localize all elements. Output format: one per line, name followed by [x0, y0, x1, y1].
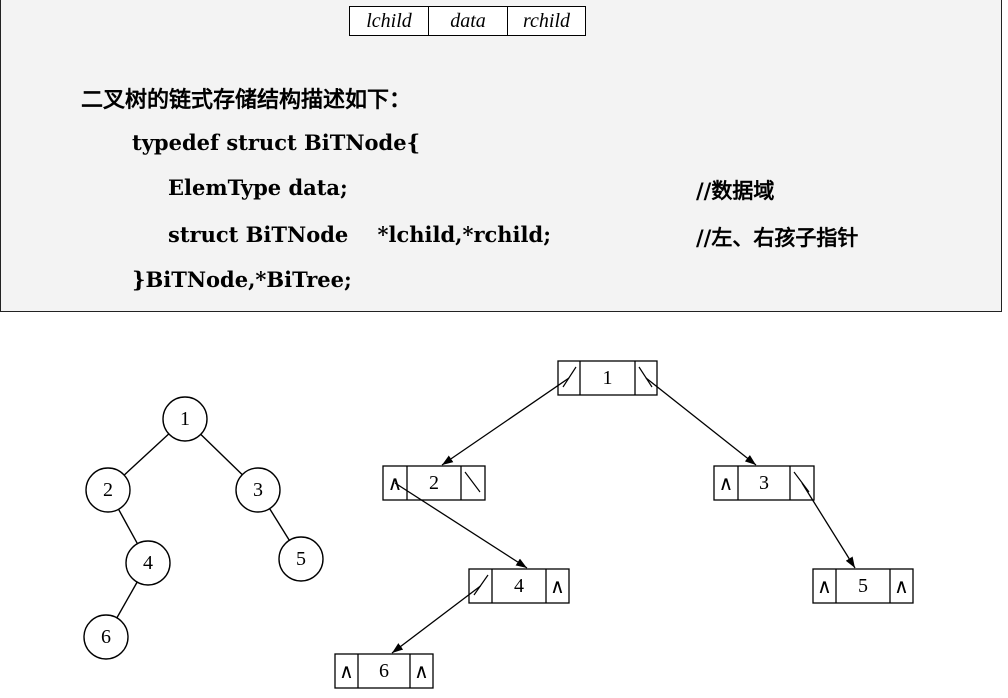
- pointer-tick-mark: [638, 366, 653, 388]
- pointer-tick-mark: [562, 366, 577, 388]
- pointer-arrow-1-3: [645, 377, 757, 466]
- tree-node-circle: [85, 467, 131, 513]
- tree-node-label: 3: [253, 479, 263, 501]
- linked-node-data: 5: [858, 575, 868, 597]
- linked-node-data: 6: [379, 660, 389, 682]
- linked-node-box: [334, 653, 434, 689]
- binary-tree: 1 2 3 4 5 6: [83, 396, 324, 660]
- null-pointer-symbol: ∧: [414, 661, 429, 683]
- comment-data-field: //数据域: [696, 178, 775, 203]
- linked-node-data: 1: [603, 367, 613, 389]
- tree-node-1: 1: [162, 396, 208, 442]
- linked-node-box: [468, 568, 570, 604]
- intro-text: 二叉树的链式存储结构描述如下：: [81, 87, 412, 113]
- linked-node-1: 1: [557, 360, 658, 396]
- linked-node-box: [382, 465, 486, 501]
- pointer-tick-mark: [464, 471, 481, 493]
- code-line-typedef: typedef struct BiTNode{: [132, 130, 421, 155]
- tree-node-6: 6: [83, 614, 129, 660]
- tree-edge-3-5: [269, 508, 290, 541]
- linked-node-data: 4: [514, 575, 524, 597]
- lchild-field-label: lchild: [366, 9, 412, 32]
- linked-node-box: [812, 568, 914, 604]
- tree-node-circle: [125, 540, 171, 586]
- linked-node-3: 3∧: [713, 465, 815, 501]
- pointer-arrow-1-2: [441, 377, 570, 466]
- tree-node-label: 5: [296, 548, 306, 570]
- pointer-arrow-2-4: [394, 482, 528, 569]
- null-pointer-symbol: ∧: [894, 576, 909, 598]
- code-line-typedef-end: }BiTNode,*BiTree;: [132, 267, 352, 292]
- code-panel: lchild data rchild 二叉树的链式存储结构描述如下： typed…: [0, 0, 1002, 312]
- null-pointer-symbol: ∧: [339, 661, 354, 683]
- linked-node-box: [557, 360, 658, 396]
- tree-node-circle: [278, 536, 324, 582]
- null-pointer-symbol: ∧: [550, 576, 565, 598]
- linked-node-5: 5 ∧ ∧: [812, 568, 914, 604]
- code-line-child-pointers: struct BiTNode *lchild,*rchild;: [168, 222, 551, 247]
- tree-node-label: 6: [101, 626, 111, 648]
- tree-node-4: 4: [125, 540, 171, 586]
- linked-node-data: 2: [429, 472, 439, 494]
- tree-node-3: 3: [235, 467, 281, 513]
- tree-node-label: 1: [180, 408, 190, 430]
- pointer-arrow-3-5: [801, 482, 856, 569]
- tree-node-label: 2: [103, 479, 113, 501]
- pointer-tick-mark: [793, 471, 810, 493]
- tree-node-circle: [83, 614, 129, 660]
- tree-node-2: 2: [85, 467, 131, 513]
- tree-edge-1-3: [200, 433, 243, 476]
- tree-edge-1-2: [123, 433, 170, 476]
- tree-edge-4-6: [116, 581, 138, 619]
- null-pointer-symbol: ∧: [719, 473, 734, 495]
- null-pointer-symbol: ∧: [817, 576, 832, 598]
- tree-node-circle: [235, 467, 281, 513]
- node-format-diagram: lchild data rchild: [349, 6, 586, 36]
- tree-node-label: 4: [143, 552, 153, 574]
- tree-node-5: 5: [278, 536, 324, 582]
- linked-storage-structure: 12∧3∧4∧5∧∧6∧∧: [334, 360, 914, 689]
- null-pointer-symbol: ∧: [388, 473, 403, 495]
- linked-node-6: 6 ∧ ∧: [334, 653, 434, 689]
- tree-node-circle: [162, 396, 208, 442]
- pointer-tick-mark: [473, 574, 489, 596]
- linked-node-2: 2∧: [382, 465, 486, 501]
- linked-node-box: [713, 465, 815, 501]
- pointer-arrow-4-6: [391, 585, 481, 654]
- linked-node-4: 4∧: [468, 568, 570, 604]
- comment-child-pointers: //左、右孩子指针: [696, 225, 859, 250]
- rchild-field-label: rchild: [507, 7, 585, 35]
- code-line-data-field: ElemType data;: [168, 175, 348, 200]
- data-field-label: data: [428, 7, 507, 35]
- linked-node-data: 3: [759, 472, 769, 494]
- tree-edge-2-4: [117, 508, 139, 545]
